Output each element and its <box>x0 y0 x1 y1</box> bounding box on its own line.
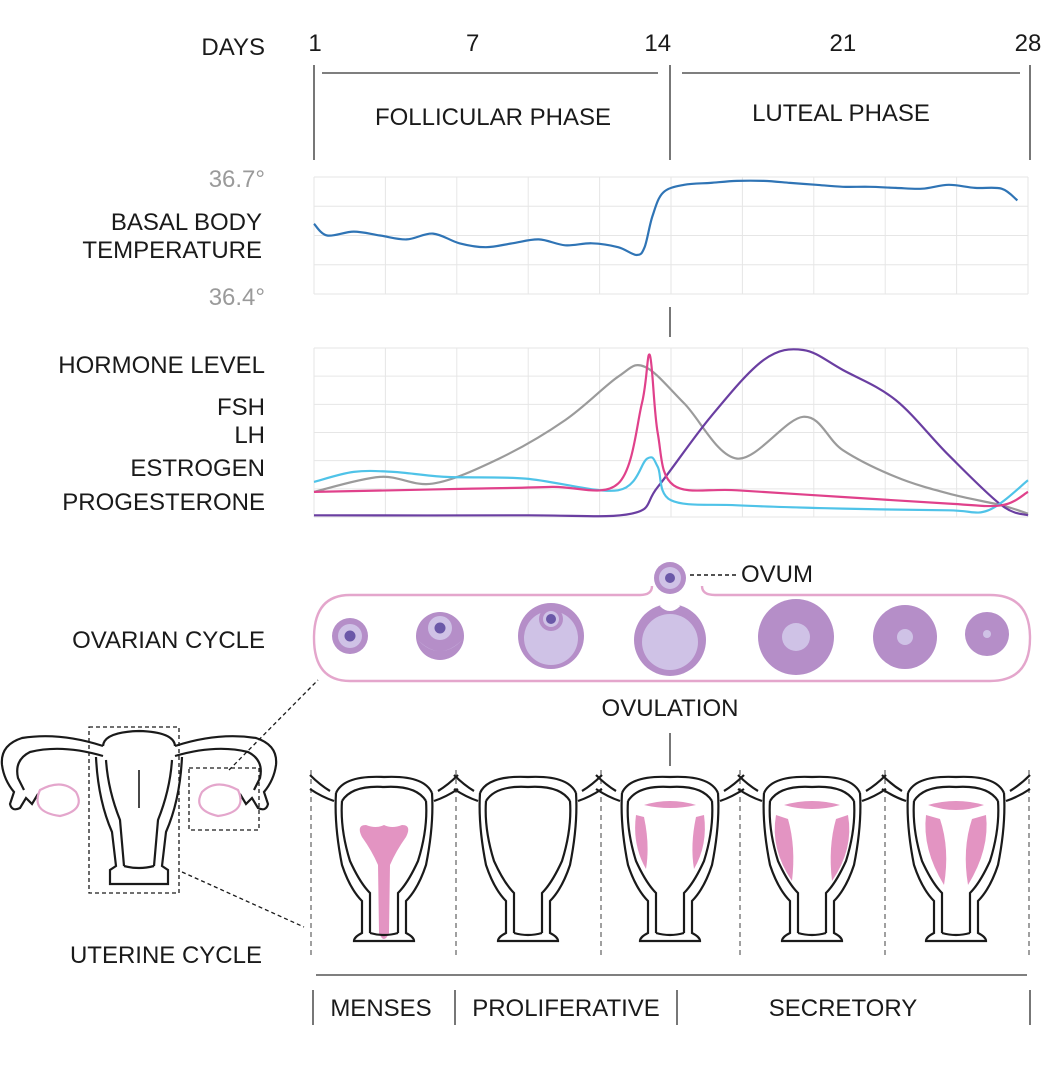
follicle-ruptured <box>634 601 706 676</box>
uterus-menses <box>308 773 460 943</box>
uterus-ovulation <box>594 773 746 943</box>
progesterone-curve <box>313 348 1029 518</box>
temperature-min-label: 36.4° <box>209 284 265 311</box>
ovary-capsule-opening <box>639 585 654 597</box>
phase-brackets <box>313 65 1031 160</box>
uterus-secretory-late <box>880 773 1032 943</box>
ovary-right-icon <box>198 783 242 818</box>
ovum-label: OVUM <box>741 561 813 588</box>
days-label: DAYS <box>201 34 265 61</box>
follicle-primordial <box>332 618 368 654</box>
reproductive-anatomy-illustration <box>0 729 278 886</box>
follicle-primary <box>416 612 464 660</box>
follicle-secondary <box>518 603 584 669</box>
proliferative-label: PROLIFERATIVE <box>472 995 660 1022</box>
fsh-legend: FSH <box>217 394 265 421</box>
corpus-luteum-medium <box>873 605 937 669</box>
uterus-proliferative <box>452 773 604 943</box>
temperature-label-line1: BASAL BODY <box>111 209 262 236</box>
fsh-curve <box>313 456 1029 514</box>
estrogen-legend: ESTROGEN <box>130 455 265 482</box>
lh-legend: LH <box>234 422 265 449</box>
day-tick-label: 21 <box>830 30 857 57</box>
day-axis: 1 7 14 21 28 <box>308 30 1041 57</box>
zoom-indicators <box>88 679 319 928</box>
day-tick-label: 28 <box>1015 30 1042 57</box>
hormone-grid <box>313 347 1029 518</box>
follicle-sequence <box>332 599 1009 676</box>
day-tick-label: 1 <box>308 30 321 57</box>
uterine-cycle-illustrations <box>308 770 1032 955</box>
temperature-label-line2: TEMPERATURE <box>82 237 262 264</box>
lh-curve <box>313 353 1029 508</box>
hormone-level-label: HORMONE LEVEL <box>58 352 265 379</box>
ovary-capsule <box>312 585 1032 683</box>
follicular-phase-label: FOLLICULAR PHASE <box>375 104 611 131</box>
secretory-label: SECRETORY <box>769 995 918 1022</box>
uterine-separators <box>310 770 1030 955</box>
temperature-grid <box>313 176 1029 295</box>
ovarian-cycle-label: OVARIAN CYCLE <box>72 627 265 654</box>
corpus-luteum-large <box>758 599 834 675</box>
ovum-icon <box>654 562 686 594</box>
ovulation-label: OVULATION <box>602 695 739 722</box>
temperature-line <box>313 179 1019 257</box>
luteal-phase-label: LUTEAL PHASE <box>752 100 930 127</box>
uterine-phase-bar <box>312 974 1031 1025</box>
uterus-secretory-early <box>736 773 888 943</box>
ovary-left-icon <box>36 783 80 818</box>
progesterone-legend: PROGESTERONE <box>62 489 265 516</box>
estrogen-curve <box>313 364 1029 515</box>
day-tick-label: 7 <box>466 30 479 57</box>
temperature-max-label: 36.7° <box>209 166 265 193</box>
day-tick-label: 14 <box>644 30 671 57</box>
corpus-albicans <box>965 612 1009 656</box>
uterine-cycle-label: UTERINE CYCLE <box>70 942 262 969</box>
menses-label: MENSES <box>330 995 431 1022</box>
